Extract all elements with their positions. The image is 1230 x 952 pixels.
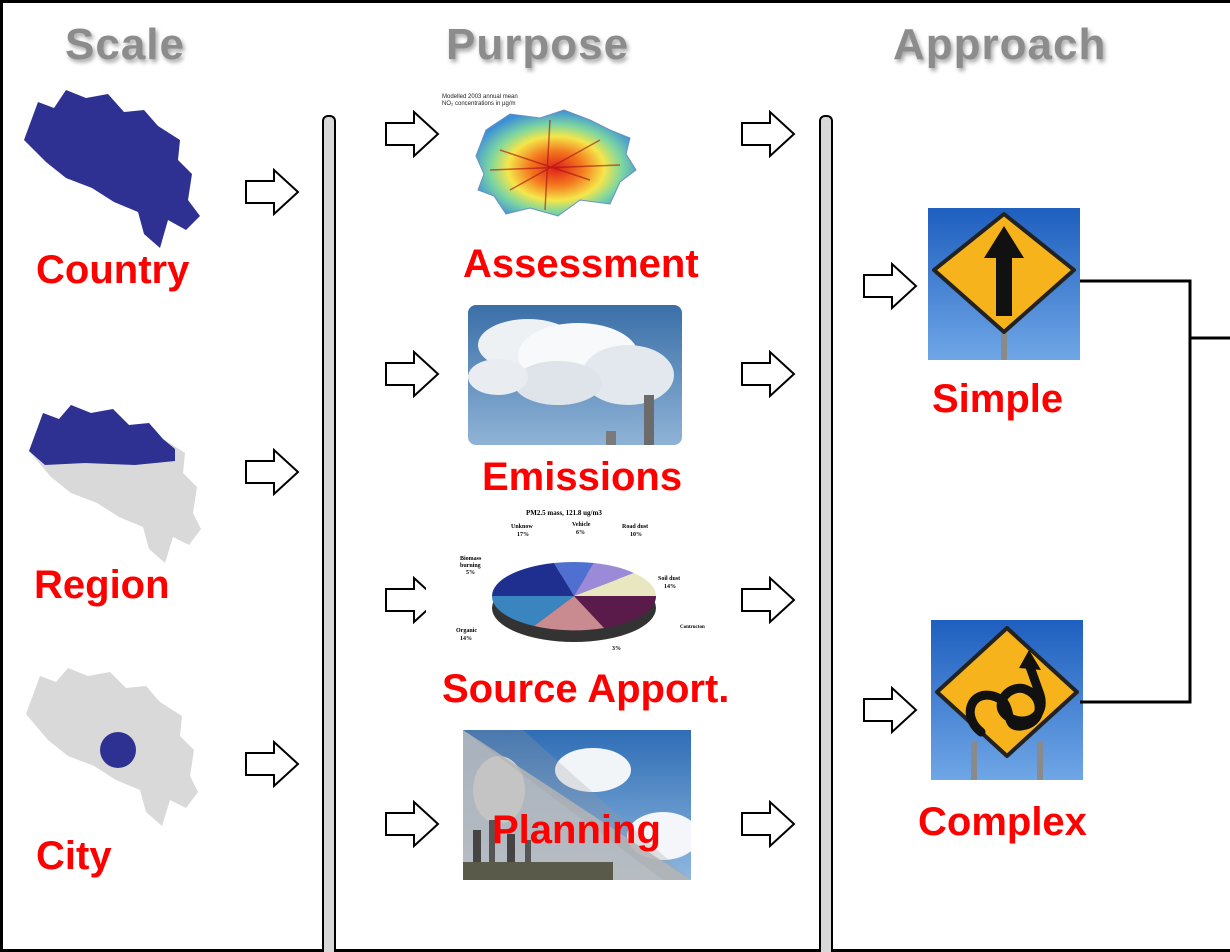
pie-label: 6% — [576, 530, 585, 536]
pie-label: 14% — [664, 584, 676, 590]
arrow-right-icon — [245, 168, 300, 216]
label-city: City — [36, 834, 112, 878]
arrow-right-icon — [385, 800, 440, 848]
city-map — [26, 668, 198, 826]
pie-label: 5% — [466, 570, 475, 576]
country-map — [24, 90, 200, 248]
planning-industry-image — [463, 730, 691, 880]
pie-label: Vehicle — [572, 522, 591, 528]
arrow-right-icon — [385, 350, 440, 398]
label-simple: Simple — [932, 377, 1064, 421]
label-country: Country — [36, 248, 190, 292]
pie-label: 14% — [460, 636, 472, 642]
emissions-smoke-image — [468, 305, 682, 445]
arrow-right-icon — [741, 800, 796, 848]
label-planning: Planning — [492, 808, 661, 852]
pie-label: 17% — [517, 532, 529, 538]
assessment-map-image: Modelled 2003 annual mean NO₂ concentrat… — [440, 90, 640, 222]
pie-label: 3% — [612, 646, 621, 652]
header-scale: Scale — [65, 20, 185, 69]
arrow-right-icon — [385, 110, 440, 158]
pie-label: Road dust — [622, 524, 648, 530]
label-source-apportionment: Source Apport. — [442, 667, 730, 711]
label-assessment: Assessment — [463, 242, 699, 286]
simple-road-sign-image — [928, 208, 1080, 360]
pie-label: Unknow — [511, 524, 533, 530]
pie-label: Biomass — [460, 556, 482, 562]
label-region: Region — [34, 563, 170, 607]
arrow-right-icon — [863, 262, 918, 310]
arrow-right-icon — [741, 350, 796, 398]
map-thumb-title-1: Modelled 2003 annual mean — [442, 94, 518, 100]
pie-thumb-title: PM2.5 mass, 121.8 ug/m3 — [526, 509, 602, 517]
pie-label: Soil dust — [658, 576, 680, 582]
arrow-right-icon — [741, 110, 796, 158]
approach-connector — [1080, 279, 1230, 704]
pie-label: Contructon — [680, 625, 705, 630]
arrow-right-icon — [863, 686, 918, 734]
map-thumb-title-2: NO₂ concentrations in µg/m — [442, 101, 515, 107]
divider-pillar-right — [819, 115, 833, 952]
pie-label: 10% — [630, 532, 642, 538]
pie-label: Organic — [456, 628, 477, 634]
region-map — [29, 405, 201, 563]
complex-road-sign-image — [931, 620, 1083, 780]
header-approach: Approach — [893, 20, 1107, 69]
source-apportionment-pie-image: PM2.5 mass, 121.8 ug/m3 Unknow 17% Vehic… — [426, 506, 716, 656]
arrow-right-icon — [245, 740, 300, 788]
pie-label: burning — [460, 563, 481, 569]
arrow-right-icon — [741, 576, 796, 624]
header-purpose: Purpose — [446, 20, 630, 69]
label-complex: Complex — [918, 800, 1087, 844]
label-emissions: Emissions — [482, 455, 683, 499]
arrow-right-icon — [245, 448, 300, 496]
divider-pillar-left — [322, 115, 336, 952]
